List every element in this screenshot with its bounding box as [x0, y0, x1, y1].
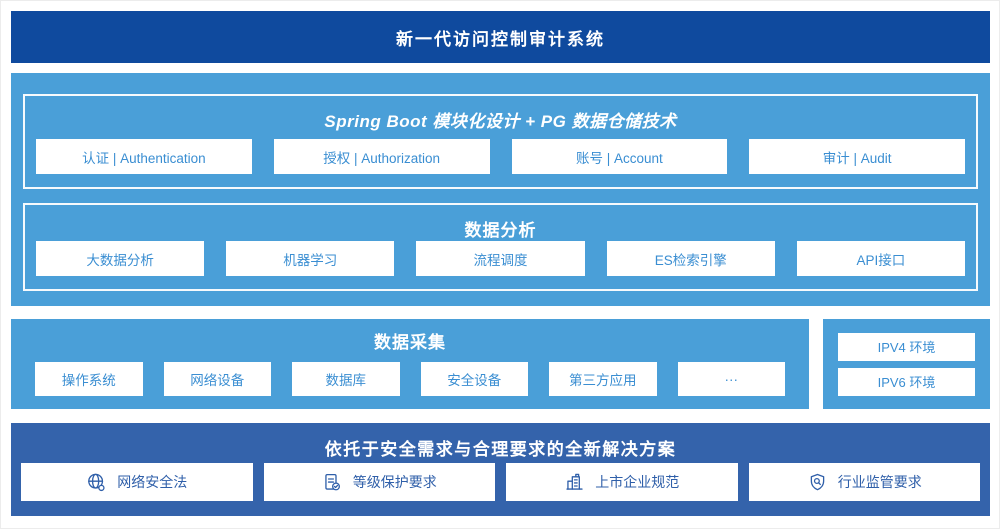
module-os: 操作系统	[35, 362, 143, 396]
solution-section: 依托于安全需求与合理要求的全新解决方案 网络安全法	[11, 423, 990, 516]
solution-title: 依托于安全需求与合理要求的全新解决方案	[324, 440, 677, 459]
ip-environment-panel: IPV4 环境 IPV6 环境	[823, 319, 990, 409]
spring-boot-subsection: Spring Boot 模块化设计 + PG 数据仓储技术 认证 | Authe…	[23, 94, 978, 189]
requirement-label: 网络安全法	[117, 474, 188, 490]
module-account: 账号 | Account	[511, 139, 728, 174]
requirement-label: 上市企业规范	[595, 474, 680, 490]
building-icon	[564, 472, 585, 493]
requirement-cybersecurity-law: 网络安全法	[21, 463, 253, 501]
spring-module-row: 认证 | Authentication 授权 | Authorization 账…	[25, 139, 976, 187]
platform-section: Spring Boot 模块化设计 + PG 数据仓储技术 认证 | Authe…	[11, 73, 990, 306]
module-third-party: 第三方应用	[549, 362, 657, 396]
module-workflow: 流程调度	[416, 241, 585, 276]
solution-row: 网络安全法 等级保护要求	[11, 463, 990, 516]
analysis-module-row: 大数据分析 机器学习 流程调度 ES检索引擎 API接口	[25, 241, 976, 289]
data-analysis-title: 数据分析	[464, 221, 537, 240]
globe-icon	[86, 472, 107, 493]
requirement-label: 行业监管要求	[837, 474, 922, 490]
module-big-data: 大数据分析	[36, 241, 205, 276]
module-network-device: 网络设备	[163, 362, 271, 396]
ipv6-environment: IPV6 环境	[838, 367, 975, 396]
module-security-device: 安全设备	[420, 362, 528, 396]
module-es-search: ES检索引擎	[606, 241, 775, 276]
document-check-icon	[322, 472, 343, 493]
module-authentication: 认证 | Authentication	[36, 139, 252, 174]
requirement-label: 等级保护要求	[352, 474, 437, 490]
data-collection-title: 数据采集	[374, 333, 446, 352]
spring-boot-title: Spring Boot 模块化设计 + PG 数据仓储技术	[324, 112, 677, 131]
module-authorization: 授权 | Authorization	[273, 139, 490, 174]
module-database: 数据库	[292, 362, 400, 396]
requirement-classified-protection: 等级保护要求	[263, 463, 495, 501]
shield-search-icon	[807, 472, 828, 493]
module-ellipsis: ···	[677, 362, 785, 396]
ipv4-environment: IPV4 环境	[838, 332, 975, 361]
collection-module-row: 操作系统 网络设备 数据库 安全设备 第三方应用 ···	[11, 362, 809, 409]
requirement-industry-regulation: 行业监管要求	[748, 463, 980, 501]
module-machine-learning: 机器学习	[226, 241, 395, 276]
module-audit: 审计 | Audit	[749, 139, 965, 174]
module-api: API接口	[796, 241, 966, 276]
requirement-listed-company: 上市企业规范	[506, 463, 738, 501]
data-collection-section: 数据采集 操作系统 网络设备 数据库 安全设备 第三方应用 ···	[11, 319, 809, 409]
data-analysis-subsection: 数据分析 大数据分析 机器学习 流程调度 ES检索引擎 API接口	[23, 203, 978, 291]
page-title: 新一代访问控制审计系统	[11, 11, 990, 63]
